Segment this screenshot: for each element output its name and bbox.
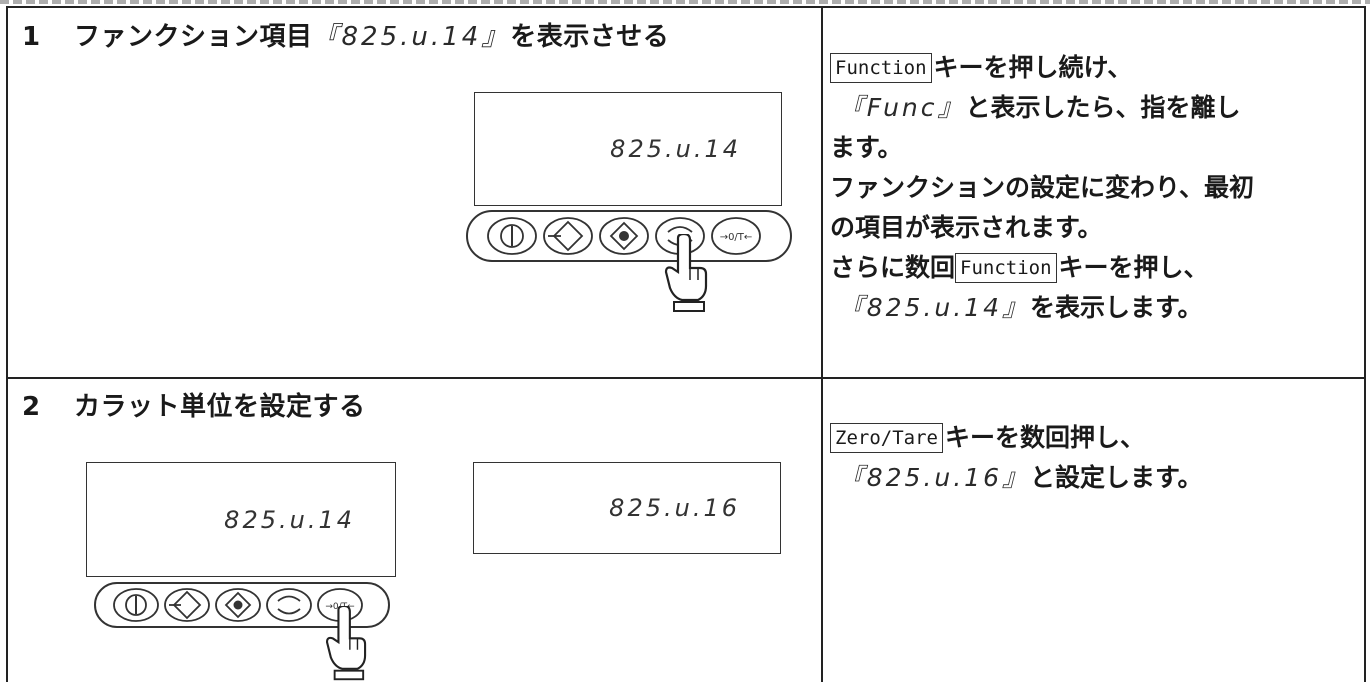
zero-tare-key-label: Zero/Tare — [830, 423, 943, 453]
step1-line6: キーを押し、 — [1058, 253, 1209, 282]
step2-title-text: カラット単位を設定する — [74, 392, 366, 422]
step1-line4: ファンクションの設定に変わり、最初 — [830, 173, 1255, 202]
step1-title-code: 『825.u.14』 — [312, 22, 511, 52]
step1-line2-code: 『Func』 — [838, 93, 966, 122]
column-divider — [821, 8, 823, 682]
step1-title-prefix: ファンクション項目 — [74, 22, 313, 52]
step1-line2: と表示したら、指を離し — [965, 93, 1241, 122]
step1-title: 1 ファンクション項目『825.u.14』を表示させる — [22, 16, 669, 53]
svg-text:→0/T←: →0/T← — [720, 232, 753, 243]
row-divider — [8, 377, 1364, 379]
function-key-label-1: Function — [830, 53, 932, 83]
step2-line2: と設定します。 — [1030, 463, 1203, 492]
power-key-icon[interactable] — [113, 588, 159, 622]
pointing-hand-icon — [325, 606, 367, 681]
step1-keypad: →0/T← — [466, 210, 792, 262]
zero-tare-key-icon[interactable]: →0/T← — [711, 217, 761, 255]
step1-title-suffix: を表示させる — [510, 22, 670, 52]
step1-line7-code: 『825.u.14』 — [838, 293, 1030, 322]
step1-line7: を表示します。 — [1030, 293, 1203, 322]
step2-line1: キーを数回押し、 — [944, 423, 1145, 452]
step1-line3: ます。 — [830, 133, 903, 162]
function-key-label-2: Function — [955, 253, 1057, 283]
step1-display: 825.u.14 — [474, 92, 782, 206]
step2-line2-code: 『825.u.16』 — [838, 463, 1030, 492]
step1-line6-prefix: さらに数回 — [830, 253, 956, 282]
pointing-hand-icon — [664, 234, 708, 312]
step2-display-before-value: 825.u.14 — [224, 505, 355, 534]
step2-number: 2 — [22, 392, 41, 422]
step2-display-before: 825.u.14 — [86, 462, 396, 577]
target-key-icon[interactable] — [215, 588, 261, 622]
step1-line5: の項目が表示されます。 — [830, 213, 1103, 242]
power-key-icon[interactable] — [487, 217, 537, 255]
step2-title: 2 カラット単位を設定する — [22, 386, 366, 423]
step1-display-value: 825.u.14 — [610, 135, 741, 163]
step1-line1: キーを押し続け、 — [933, 53, 1133, 82]
step1-number: 1 — [22, 22, 41, 52]
top-dashed-line — [0, 0, 1370, 4]
function-key-icon[interactable] — [266, 588, 312, 622]
step2-keypad: →0/T← — [94, 582, 390, 628]
diamond-arrow-key-icon[interactable] — [164, 588, 210, 622]
step2-display-after-value: 825.u.16 — [609, 494, 740, 522]
diamond-arrow-key-icon[interactable] — [543, 217, 593, 255]
target-key-icon[interactable] — [599, 217, 649, 255]
step2-display-after: 825.u.16 — [473, 462, 781, 554]
